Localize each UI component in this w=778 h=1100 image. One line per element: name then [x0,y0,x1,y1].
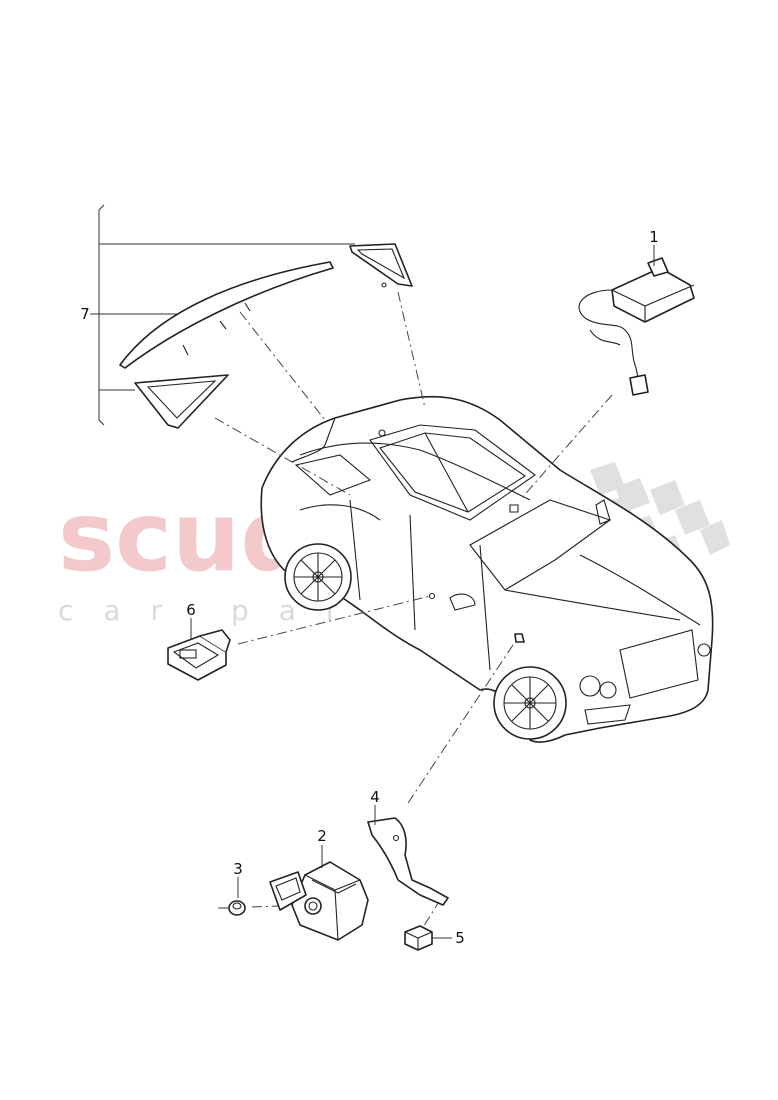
callout-2: 2 [317,827,327,845]
callout-3: 3 [233,860,243,878]
callout-numbers: 1 2 3 4 5 6 7 [80,228,659,947]
item-7-bracket [98,204,355,426]
callout-7: 7 [80,305,90,323]
rear-quarter-glass-left [134,374,229,429]
callout-leaders [90,245,655,939]
front-wheel [493,666,567,740]
hex-nut [404,925,433,951]
rear-quarter-glass-right [349,243,413,288]
callout-4: 4 [370,788,380,806]
flange-nut [218,900,246,916]
mounting-bracket [367,817,449,906]
callout-5: 5 [455,929,465,947]
callout-1: 1 [649,228,659,246]
callout-6: 6 [186,601,196,619]
roof-rail-trim [119,261,334,369]
speaker-module [269,861,369,941]
antenna-amplifier [578,257,695,396]
rear-wheel [284,543,352,611]
locator-lines [214,291,613,943]
switch-unit [167,629,231,681]
vehicle-body [260,395,714,743]
